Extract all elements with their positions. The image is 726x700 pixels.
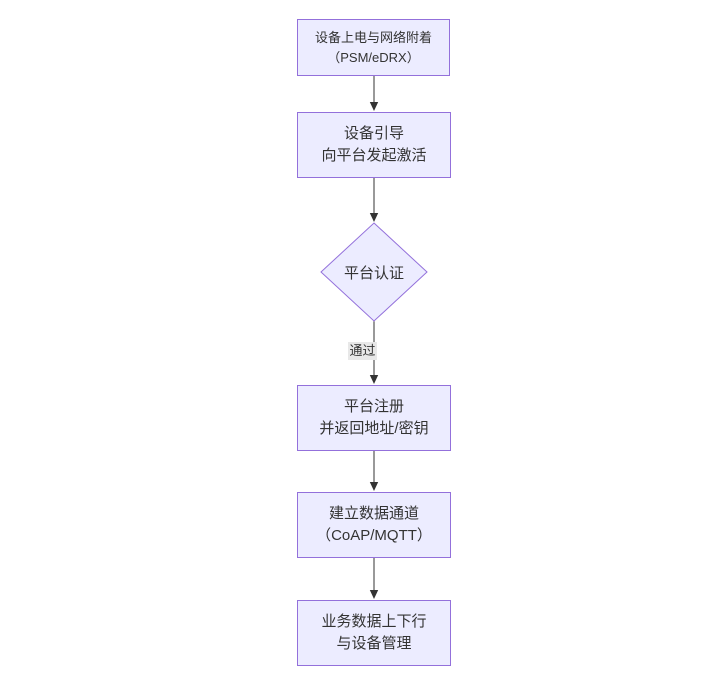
edge-register-to-channel: [369, 451, 379, 491]
node-label-line: 设备上电与网络附着: [314, 29, 432, 45]
node-label-line: （CoAP/MQTT）: [316, 527, 432, 544]
node-label-line: 建立数据通道: [328, 505, 419, 522]
node-platform-register: 平台注册 并返回地址/密钥: [297, 385, 451, 451]
node-platform-auth-label: 平台认证: [343, 264, 404, 282]
node-business-data: 业务数据上下行 与设备管理: [297, 600, 451, 666]
node-label-line: 向平台发起激活: [321, 147, 427, 164]
edge-bootstrap-to-auth: [369, 178, 379, 222]
node-label-line: 与设备管理: [336, 635, 412, 652]
node-label-line: （PSM/eDRX）: [327, 49, 420, 65]
edge-label-pass: 通过: [348, 342, 377, 360]
node-label-line: 并返回地址/密钥: [319, 420, 429, 437]
node-label-line: 业务数据上下行: [321, 613, 427, 630]
edge-channel-to-business: [369, 558, 379, 599]
node-device-bootstrap: 设备引导 向平台发起激活: [297, 112, 451, 178]
node-label-line: 平台注册: [343, 398, 404, 415]
node-device-poweron-attach: 设备上电与网络附着 （PSM/eDRX）: [297, 19, 450, 76]
node-data-channel: 建立数据通道 （CoAP/MQTT）: [297, 492, 451, 558]
node-label-line: 设备引导: [343, 125, 404, 142]
node-platform-auth-shape: [320, 222, 428, 322]
edge-poweron-to-bootstrap: [369, 76, 379, 111]
